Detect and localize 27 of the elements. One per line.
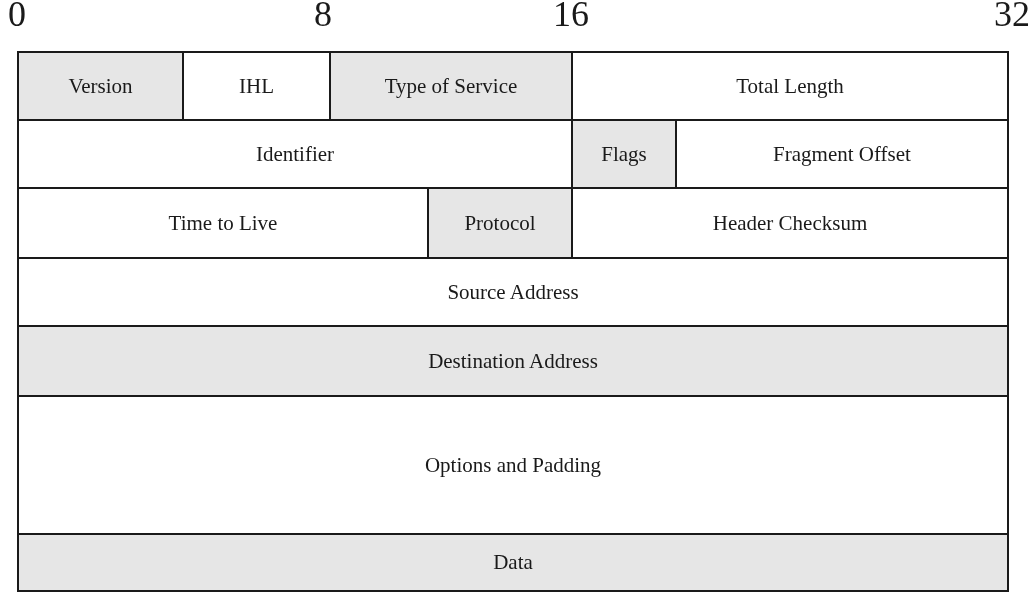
field-name: Data (493, 550, 533, 575)
field-name: Time to Live (168, 210, 278, 236)
field-name: Destination Address (428, 348, 598, 374)
header-field (571, 51, 1009, 121)
bit-position-label: 8 (314, 0, 332, 32)
bit-position-label: 16 (553, 0, 589, 32)
field-name: Type of Service (384, 73, 518, 99)
bit-position-label: 0 (8, 0, 26, 32)
field-name: Total Length (736, 73, 844, 99)
field-name: Identifier (255, 141, 335, 167)
field-name: Source Address (447, 279, 579, 305)
bit-position-label: 32 (994, 0, 1030, 32)
header-field (17, 395, 1009, 535)
header-field (17, 325, 1009, 397)
field-name: Options and Padding (424, 452, 602, 478)
header-field (427, 187, 573, 259)
field-name: Fragment Offset (773, 141, 911, 167)
field-name: IHL (239, 73, 274, 99)
header-field (329, 51, 573, 121)
field-name: Protocol (464, 210, 536, 236)
header-field (17, 51, 184, 121)
field-name: Flags (601, 141, 647, 167)
header-field (571, 119, 677, 189)
field-name: Version (68, 73, 133, 99)
field-name: Header Checksum (712, 210, 868, 236)
header-field (17, 533, 1009, 592)
header-field (17, 257, 1009, 327)
